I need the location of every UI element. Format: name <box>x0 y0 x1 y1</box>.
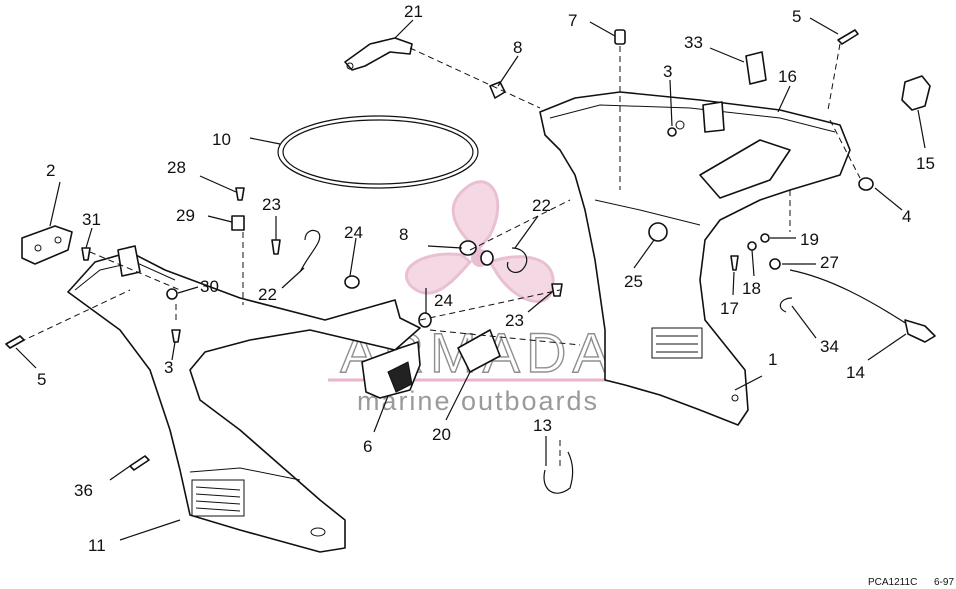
screw-3-left <box>171 329 181 343</box>
clip-27 <box>769 258 781 270</box>
callout-4: 4 <box>902 207 911 226</box>
callout-22: 22 <box>258 285 277 304</box>
spacer-20 <box>457 329 501 373</box>
hook-22-left <box>299 229 321 273</box>
callout-16: 16 <box>778 67 797 86</box>
drawing-code: PCA1211C <box>868 577 917 588</box>
callout-20: 20 <box>432 425 451 444</box>
screw-28 <box>235 187 245 201</box>
screw-31 <box>81 247 91 261</box>
callout-36: 36 <box>74 481 93 500</box>
callout-29: 29 <box>176 206 195 225</box>
washer-19 <box>760 233 770 243</box>
callout-5: 5 <box>792 7 801 26</box>
screw-5-top <box>837 29 859 45</box>
callout-34: 34 <box>820 337 839 356</box>
callout-13: 13 <box>533 416 552 435</box>
latch-lever-21 <box>344 37 413 71</box>
cable-14 <box>789 269 936 343</box>
hose-13 <box>543 451 574 494</box>
callout-7: 7 <box>568 11 577 30</box>
grommet-25 <box>648 222 668 242</box>
callout-18: 18 <box>742 279 761 298</box>
callout-19: 19 <box>800 230 819 249</box>
leader-lines <box>15 17 926 541</box>
screw-17 <box>730 255 739 271</box>
callout-6: 6 <box>363 437 372 456</box>
callout-30: 30 <box>200 277 219 296</box>
drawing-date: 6-97 <box>934 577 954 588</box>
bracket-15 <box>901 75 931 111</box>
hook-22-right <box>506 247 528 274</box>
clip-29 <box>231 215 245 231</box>
callout-23: 23 <box>262 195 281 214</box>
cover-seal-10 <box>277 115 479 189</box>
callout-33: 33 <box>684 33 703 52</box>
nut-30 <box>166 288 178 300</box>
bracket-2 <box>21 225 73 265</box>
callout-27: 27 <box>820 253 839 272</box>
callout-24-mid: 24 <box>434 291 453 310</box>
callout-8-mid: 8 <box>399 225 408 244</box>
screw-5-left <box>5 335 25 349</box>
callout-14: 14 <box>846 363 865 382</box>
callout-5-left: 5 <box>37 370 46 389</box>
callout-10: 10 <box>212 130 231 149</box>
lower-motor-cover-left <box>67 245 421 553</box>
callout-17: 17 <box>720 299 739 318</box>
block-33 <box>745 51 767 85</box>
callout-31: 31 <box>82 210 101 229</box>
callout-28: 28 <box>167 158 186 177</box>
callout-11: 11 <box>88 536 106 555</box>
grommet-4 <box>858 177 874 191</box>
grommet-24-left <box>344 275 360 289</box>
callout-15: 15 <box>916 154 935 173</box>
screw-23-right <box>551 283 563 297</box>
callout-21: 21 <box>404 2 423 21</box>
callout-24: 24 <box>344 223 363 242</box>
lower-motor-cover-right <box>539 91 851 426</box>
callout-1: 1 <box>768 350 777 369</box>
callout-23-right: 23 <box>505 311 524 330</box>
callout-3-left: 3 <box>164 358 173 377</box>
callout-8: 8 <box>513 38 522 57</box>
shift-bracket-6 <box>361 341 421 399</box>
callout-22-right: 22 <box>532 196 551 215</box>
callout-3: 3 <box>663 62 672 81</box>
callout-25: 25 <box>624 272 643 291</box>
washer-8-mid <box>480 250 494 266</box>
callout-2: 2 <box>46 161 55 180</box>
pin-7 <box>614 29 626 45</box>
nut-8-top <box>489 81 506 99</box>
armada-propeller-logo <box>405 180 555 303</box>
screw-3-top <box>667 127 677 137</box>
screw-23-left <box>271 239 281 255</box>
cover-vent-grille <box>191 479 245 517</box>
clip-34 <box>779 297 793 313</box>
callout-labels: 21 8 7 5 33 3 16 15 4 19 18 17 27 34 14 … <box>37 2 935 555</box>
assembly-lines <box>19 43 861 470</box>
grommet-24-mid <box>418 312 432 328</box>
screw-36 <box>129 455 150 471</box>
nut-18 <box>747 241 757 251</box>
